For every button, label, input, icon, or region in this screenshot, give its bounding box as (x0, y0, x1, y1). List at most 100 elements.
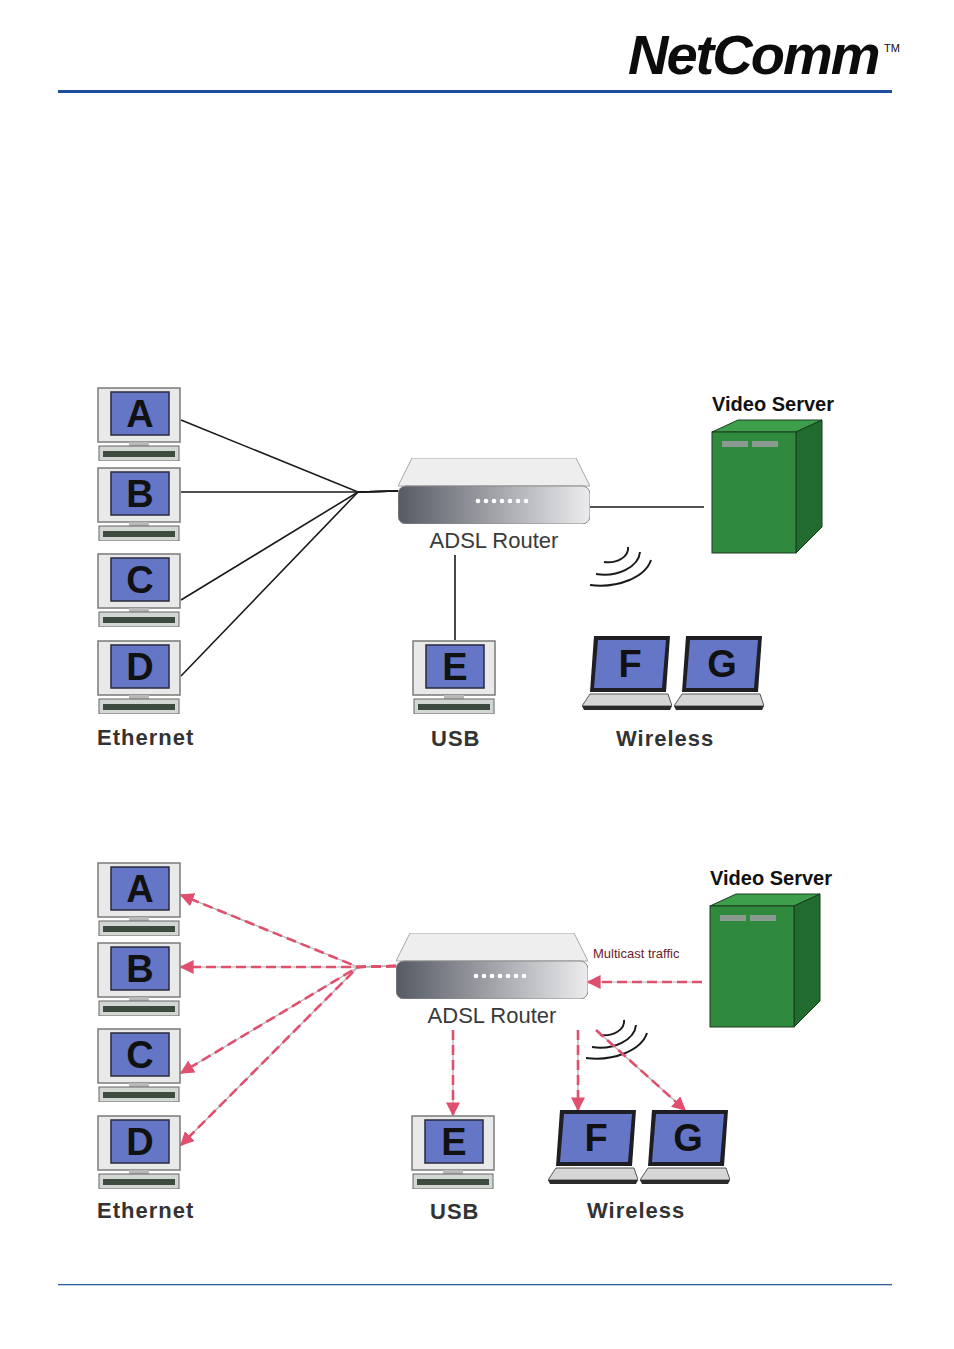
shape-part (522, 974, 527, 979)
computer-letter: A (126, 870, 153, 908)
wave-arc (596, 552, 640, 575)
computer-base (99, 1174, 179, 1189)
trademark-mark: TM (884, 42, 900, 54)
monitor-frame (98, 1029, 180, 1083)
header-rule (58, 90, 892, 93)
router-leds (474, 974, 527, 979)
laptop-lid (556, 1110, 636, 1166)
computer-base (99, 699, 179, 714)
text-holder: D (111, 645, 169, 688)
computer-letter: F (584, 1119, 607, 1157)
computer-base (99, 1001, 179, 1016)
multicast-arrow (181, 966, 396, 1145)
monitor-stand (129, 917, 149, 921)
text-holder: B (111, 472, 169, 515)
router-icon (396, 933, 588, 999)
monitor-frame (98, 388, 180, 442)
drive-slot (750, 915, 776, 921)
monitor-frame (98, 641, 180, 695)
text-holder: G (654, 1114, 722, 1162)
wireless-waves (590, 547, 651, 586)
shape-part (482, 974, 487, 979)
computer-base (414, 699, 494, 714)
monitor-stand (129, 1083, 149, 1087)
laptop-lid (648, 1110, 728, 1166)
keyboard (103, 617, 175, 623)
computer-base (99, 526, 179, 541)
label-holder: USB (430, 1199, 479, 1225)
desktop-computer: E (412, 640, 496, 714)
edge-label: Multicast traffic (591, 946, 681, 961)
label-holder: TM (884, 38, 900, 56)
server-icon (702, 866, 822, 1029)
shape-part (492, 499, 497, 504)
dashed-arrow-line (596, 1030, 685, 1110)
shape-part (508, 499, 513, 504)
monitor-frame (98, 863, 180, 917)
text-holder: C (111, 1033, 169, 1076)
label-holder: USB (431, 726, 480, 752)
text-holder: C (111, 558, 169, 601)
text-holder: A (111, 392, 169, 435)
shape-part (498, 974, 503, 979)
computer-letter: A (126, 395, 153, 433)
group-label: USB (430, 1199, 479, 1224)
shape-part (514, 974, 519, 979)
monitor-stand (129, 695, 149, 699)
group-label: Wireless (616, 726, 714, 751)
computer-letter: D (126, 648, 153, 686)
computer-letter: C (126, 561, 153, 599)
desktop-computer: C (97, 553, 181, 627)
cable-line (181, 491, 398, 676)
computer-letter: G (673, 1119, 703, 1157)
text-holder: A (111, 867, 169, 910)
computer-letter: E (442, 648, 467, 686)
text-holder: Video Server (704, 392, 842, 416)
dashed-arrow-line (577, 1030, 580, 1110)
laptop-screen (652, 1114, 724, 1162)
logo-text: NetComm (628, 23, 878, 86)
keyboard (418, 704, 490, 710)
text-holder: F (596, 640, 664, 688)
wave-arc (592, 1025, 636, 1048)
monitor-screen (111, 1033, 169, 1076)
group-label: Ethernet (97, 1198, 194, 1223)
server-side (794, 894, 820, 1027)
text-holder: D (111, 1120, 169, 1163)
monitor-frame (98, 468, 180, 522)
network-cable (181, 420, 398, 492)
drive-slot (720, 915, 746, 921)
desktop-computer: B (97, 467, 181, 541)
label-holder: Wireless (616, 726, 714, 752)
dashed-arrow-line (588, 981, 702, 984)
server-front (710, 906, 794, 1027)
monitor-stand (129, 442, 149, 446)
computer-base (413, 1174, 493, 1189)
desktop-computer: A (97, 862, 181, 936)
laptop-edge (640, 1180, 730, 1184)
drive-slot (752, 441, 778, 447)
laptop-base (582, 694, 672, 706)
drive-slot (722, 441, 748, 447)
label-holder: Wireless (587, 1198, 685, 1224)
shape-part (500, 499, 505, 504)
multicast-arrow (578, 1030, 579, 1110)
laptop-screen (686, 640, 758, 688)
monitor-frame (98, 943, 180, 997)
text-holder: Video Server (702, 866, 840, 890)
laptop-base (548, 1168, 638, 1180)
monitor-stand (444, 695, 464, 699)
cable-line (596, 1030, 685, 1110)
desktop-computer: E (411, 1115, 495, 1189)
server-side (796, 420, 822, 553)
monitor-frame (413, 641, 495, 695)
laptop-screen (560, 1114, 632, 1162)
cable-line (454, 555, 456, 640)
keyboard (103, 531, 175, 537)
computer-letter: C (126, 1036, 153, 1074)
text-holder: ADSL Router (398, 528, 590, 555)
device-label: ADSL Router (428, 1004, 557, 1028)
server-icon (704, 392, 824, 555)
network-cable (181, 491, 398, 676)
